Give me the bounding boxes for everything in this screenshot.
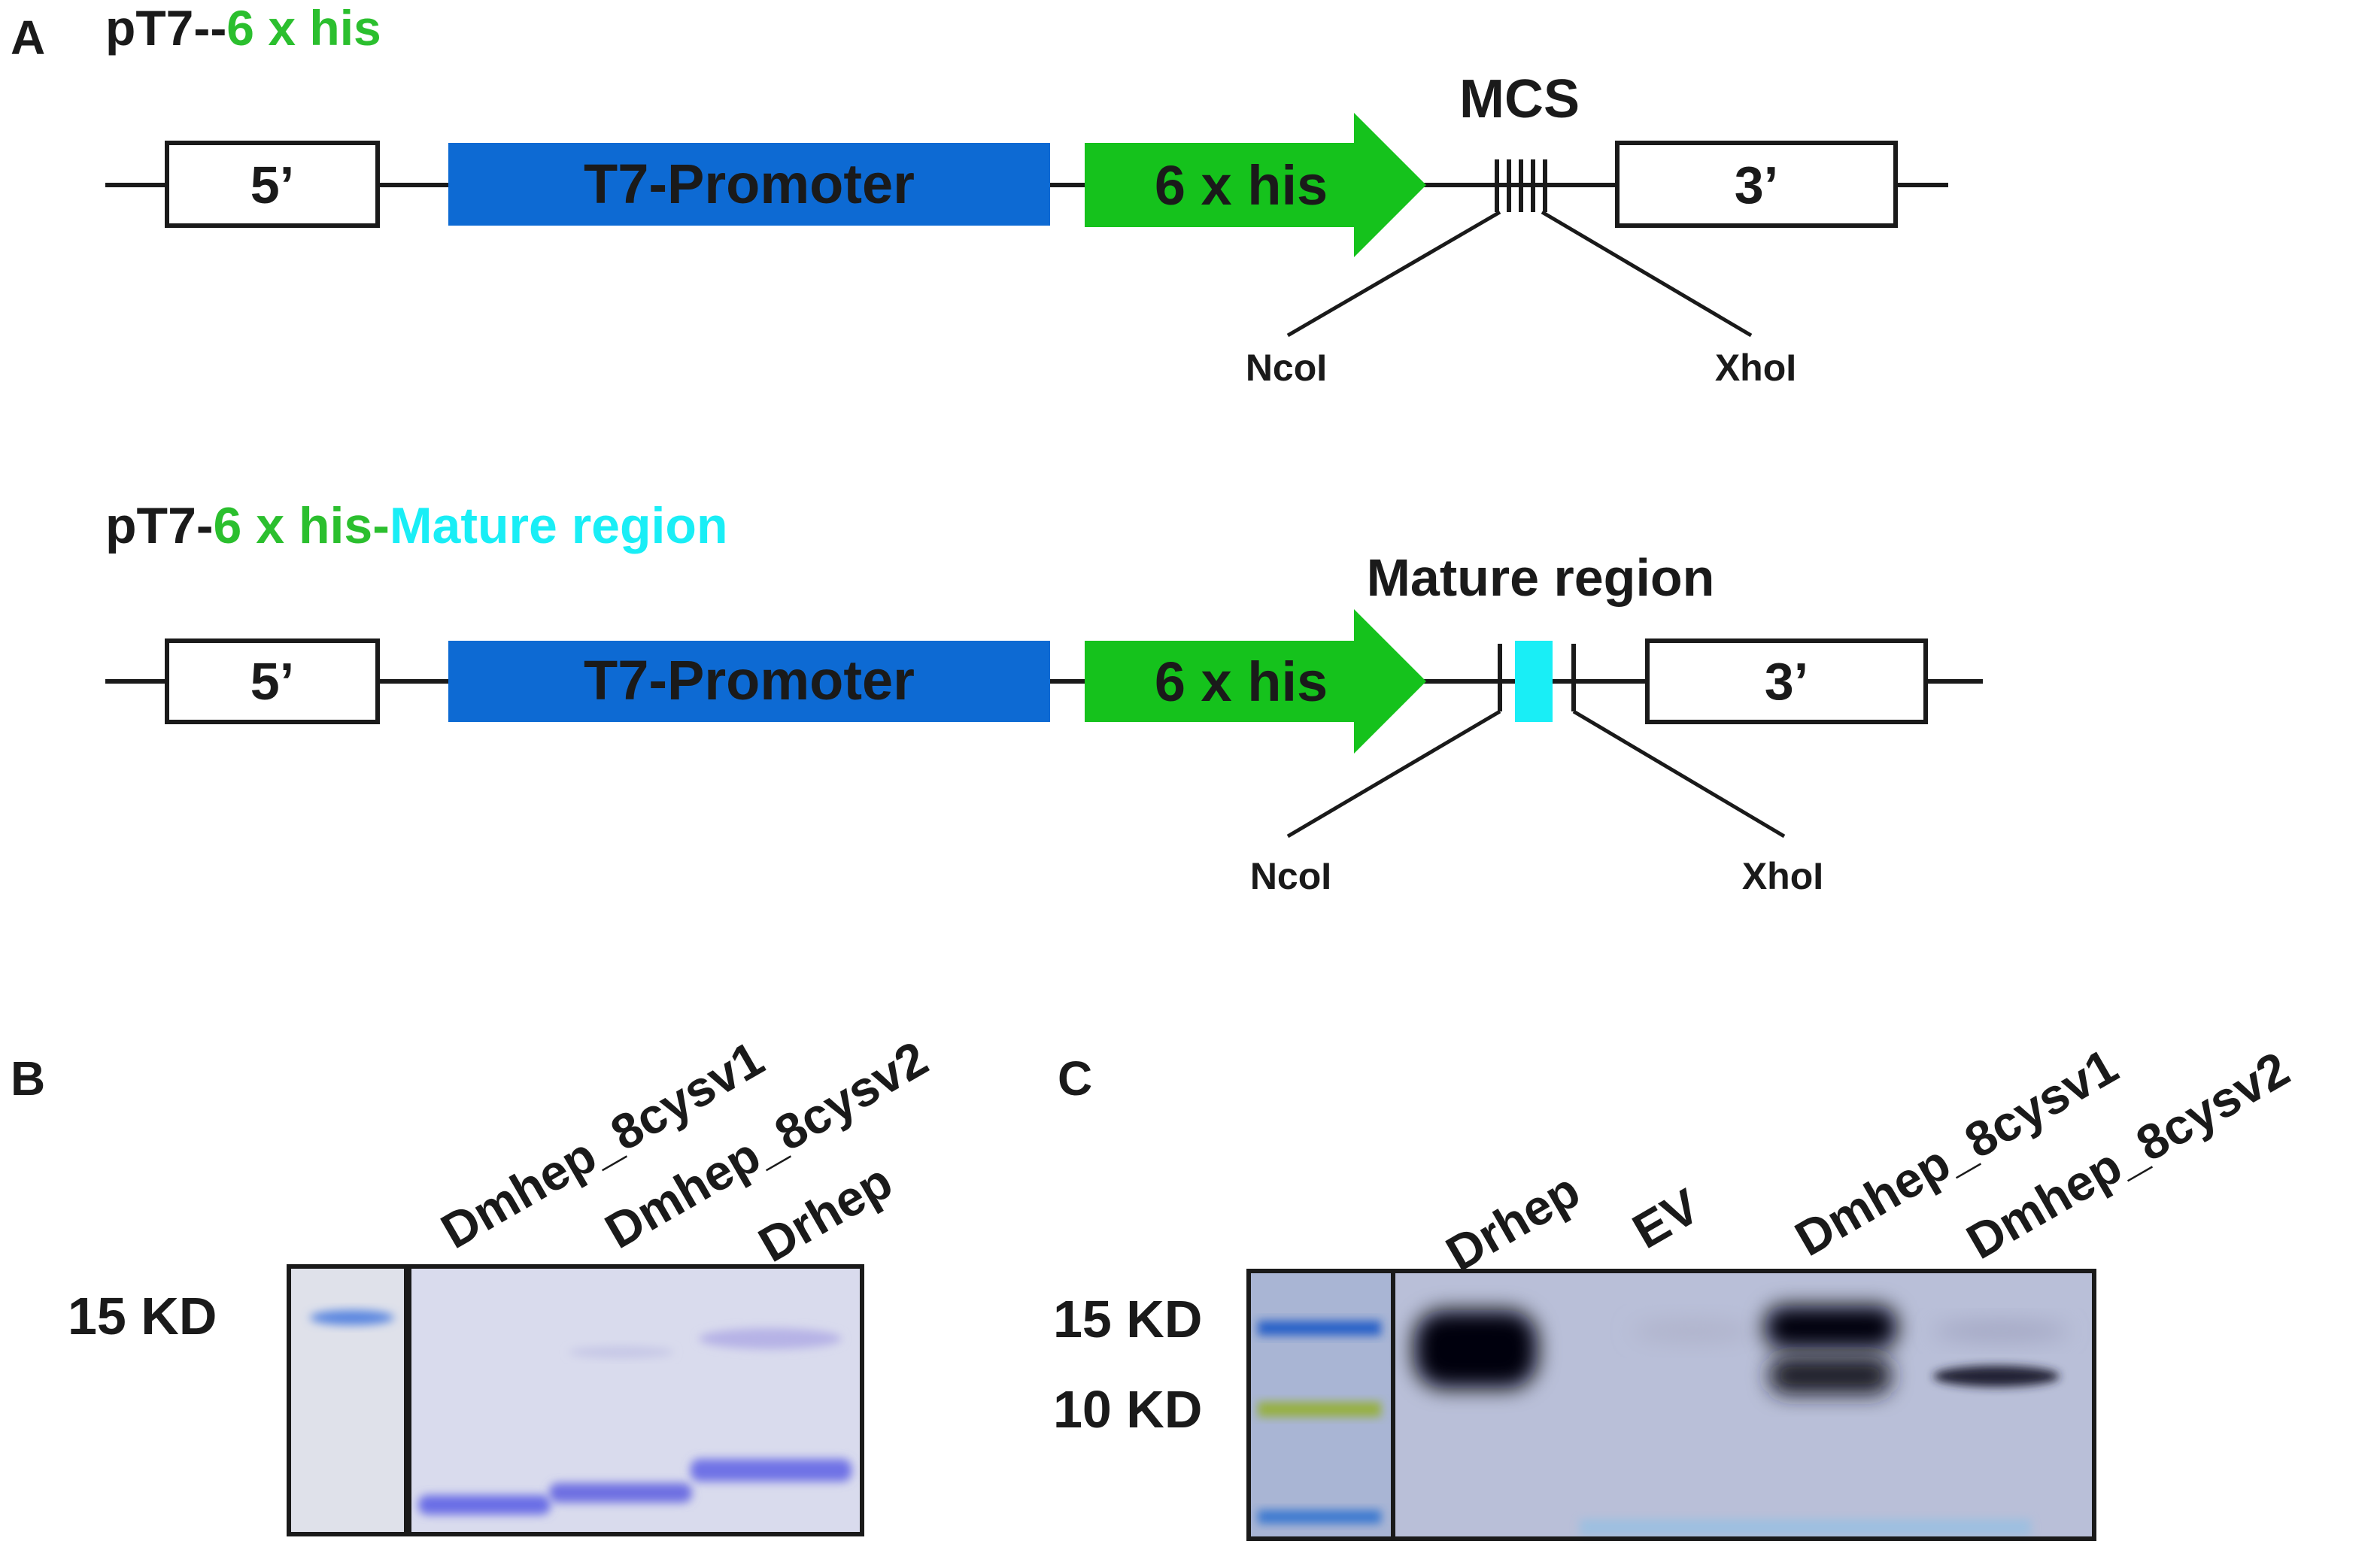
gel-c-lane-label: EV [1623, 1178, 1708, 1259]
gel-b-faint-band [569, 1346, 674, 1358]
gel-c-band-ev [1632, 1319, 1753, 1343]
panel-c-label: C [1058, 1051, 1092, 1106]
gel-c-marker-band-10kd [1258, 1402, 1381, 1417]
construct-2-three-prime-box [1645, 638, 1928, 724]
panel-b-label: B [11, 1051, 45, 1106]
construct-2: pT7-6 x his-Mature region 5’ T7-Promoter… [105, 497, 1983, 897]
gel-b [287, 1264, 864, 1536]
construct-2-title: pT7-6 x his-Mature region [105, 497, 727, 554]
panel-b-marker-15kd: 15 KD [68, 1287, 217, 1345]
gel-b-lane-labels: Dmhep_8cysv1 Dmhep_8cysv2 Drhep [432, 1030, 937, 1272]
gel-c-band-dmhep-8cysv2 [1933, 1366, 2060, 1387]
panel-c: C 15 KD 10 KD Drhep EV Dmhep_8cysv1 Dmhe… [1053, 1038, 2298, 1541]
gel-c-marker-band-15kd [1258, 1321, 1381, 1336]
construct-2-five-prime-label: 5’ [250, 652, 294, 711]
construct-2-xhoi-leader [1572, 709, 1786, 839]
gel-c-bottom-blue-tint [1580, 1519, 2031, 1536]
panel-c-marker-10kd: 10 KD [1053, 1380, 1202, 1439]
construct-1-five-prime-label: 5’ [250, 156, 294, 214]
gel-c-faint-band [1933, 1321, 2069, 1342]
panel-b: B 15 KD Dmhep_8cysv1 Dmhep_8cysv2 Drhep [11, 1030, 937, 1536]
construct-1-mcs-sites [1495, 159, 1547, 212]
gel-b-band-drhep [691, 1459, 852, 1482]
construct-2-five-prime-box [165, 638, 380, 724]
gel-c-lane-label: Dmhep_8cysv2 [1957, 1041, 2298, 1269]
construct-2-title-his: 6 x his [214, 497, 373, 554]
gel-b-border [287, 1264, 864, 1536]
construct-2-title-prefix: pT7- [105, 497, 214, 554]
construct-2-his-label: 6 x his [1155, 651, 1328, 713]
gel-c-lane-labels: Drhep EV Dmhep_8cysv1 Dmhep_8cysv2 [1437, 1038, 2298, 1282]
construct-2-three-prime-label: 3’ [1765, 652, 1808, 711]
construct-1-his-label: 6 x his [1155, 154, 1328, 217]
construct-1-promoter-label: T7-Promoter [584, 153, 915, 215]
construct-2-promoter-box [448, 641, 1050, 722]
construct-2-mature-region-box [1515, 641, 1553, 722]
construct-1-his-arrow [1085, 113, 1426, 257]
panel-a-label: A [11, 11, 45, 65]
gel-c-band-dmhep-8cysv1-lower [1769, 1357, 1891, 1394]
construct-1-promoter-box [448, 143, 1050, 226]
gel-c-lane-label: Dmhep_8cysv1 [1786, 1038, 2127, 1266]
gel-b-marker-background [289, 1266, 406, 1534]
construct-2-promoter-label: T7-Promoter [584, 649, 915, 711]
panel-c-marker-15kd: 15 KD [1053, 1290, 1202, 1348]
construct-1-three-prime-box [1615, 141, 1898, 228]
construct-2-ncoi-leader [1286, 709, 1501, 839]
construct-2-ncoi-label: NcoI [1250, 855, 1331, 897]
construct-2-his-arrow [1085, 609, 1426, 754]
gel-b-marker-band [310, 1310, 394, 1325]
construct-2-title-dash: - [372, 497, 390, 554]
construct-2-xhoi-label: XhoI [1742, 855, 1823, 897]
construct-1-title: pT7--6 x his [105, 0, 381, 56]
gel-b-band-dmhep-8cysv2 [549, 1483, 692, 1503]
construct-1-ncoi-label: NcoI [1246, 347, 1327, 389]
construct-2-mature-region-label: Mature region [1367, 548, 1715, 607]
construct-1-xhoi-leader [1541, 210, 1753, 338]
construct-1-title-his: 6 x his [226, 0, 381, 56]
construct-1-three-prime-label: 3’ [1735, 156, 1778, 214]
gel-b-band-dmhep-8cysv1 [418, 1495, 551, 1515]
construct-2-title-mature: Mature region [390, 497, 728, 554]
panel-a: A pT7--6 x his 5’ T7-Promoter 6 x his MC… [11, 0, 1983, 897]
gel-c [1246, 1269, 2096, 1541]
gel-c-band-drhep [1414, 1310, 1538, 1388]
construct-1-ncoi-leader [1286, 210, 1501, 338]
construct-1-title-prefix: pT7-- [105, 0, 226, 56]
gel-c-border [1246, 1269, 2096, 1541]
gel-c-band-dmhep-8cysv1-upper [1765, 1306, 1897, 1349]
construct-1-five-prime-box [165, 141, 380, 228]
construct-1-xhoi-label: XhoI [1715, 347, 1796, 389]
gel-b-faint-band [699, 1328, 842, 1349]
construct-1: pT7--6 x his 5’ T7-Promoter 6 x his MCS … [105, 0, 1948, 389]
gel-c-lane-label: Drhep [1437, 1162, 1589, 1282]
gel-c-marker-band-low [1258, 1510, 1381, 1524]
construct-1-mcs-label: MCS [1459, 69, 1580, 129]
